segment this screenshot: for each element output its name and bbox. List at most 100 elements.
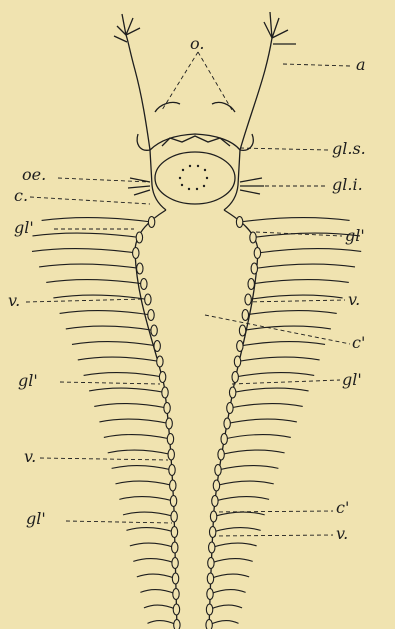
- label-gl3-left: gl': [26, 511, 46, 527]
- segmental-nerve-left: [53, 295, 148, 299]
- ganglion-right: [234, 356, 240, 367]
- label-gl1-left: gl': [14, 220, 34, 236]
- segmental-nerves: [32, 218, 361, 625]
- right-nerves-gli: [240, 178, 264, 194]
- ganglion-right: [232, 372, 238, 383]
- segmental-nerve-left: [94, 404, 167, 408]
- segmental-nerve-left: [112, 466, 172, 470]
- ganglion-left: [148, 217, 154, 228]
- ganglion-left: [159, 372, 165, 383]
- ganglion-left: [136, 232, 142, 243]
- label-gl1-right: gl': [345, 228, 365, 244]
- label-a: a: [356, 57, 366, 73]
- label-v1-left: v.: [8, 293, 20, 309]
- infraoesophageal-ganglion: [155, 152, 235, 204]
- segmental-nerve-left: [60, 311, 151, 315]
- ganglion-right: [245, 294, 251, 305]
- leader-gl3-left: [66, 521, 172, 523]
- ganglia-chain: [133, 217, 261, 629]
- segmental-nerve-left: [78, 357, 160, 361]
- segmental-nerve-right: [210, 590, 246, 594]
- ganglion-right: [215, 465, 221, 476]
- leader-lines: [26, 52, 350, 536]
- segmental-nerve-right: [240, 218, 350, 222]
- left-nerves-oe: [128, 178, 150, 195]
- leader-a: [283, 64, 350, 66]
- label-v2-left: v.: [24, 449, 36, 465]
- segmental-nerve-left: [99, 419, 169, 423]
- oesophagus-opening: [179, 165, 208, 190]
- segmental-nerve-right: [224, 435, 291, 439]
- leader-v1-left: [26, 299, 145, 302]
- segmental-nerve-left: [137, 574, 176, 578]
- right-antenna: [240, 38, 272, 150]
- segmental-nerve-left: [39, 264, 140, 268]
- ganglion-left: [157, 356, 163, 367]
- segmental-nerve-left: [126, 528, 174, 532]
- ganglion-right: [213, 480, 219, 491]
- segmental-nerve-right: [235, 373, 314, 377]
- antennae: [114, 12, 296, 150]
- segmental-nerve-right: [254, 264, 355, 268]
- segmental-nerve-right: [209, 621, 238, 625]
- segmental-nerve-right: [213, 528, 261, 532]
- segmental-nerve-left: [133, 559, 175, 563]
- segmental-nerve-left: [119, 497, 173, 501]
- segmental-nerve-right: [243, 326, 331, 330]
- segmental-nerve-right: [230, 404, 303, 408]
- left-antenna: [126, 35, 150, 150]
- leader-gl2-right: [232, 380, 340, 384]
- leader-gl2-left: [60, 382, 160, 384]
- segmental-nerve-left: [84, 373, 163, 377]
- ganglion-right: [250, 232, 256, 243]
- label-c: c.: [14, 188, 28, 204]
- ganglion-left: [151, 325, 157, 336]
- segmental-nerve-right: [253, 233, 360, 237]
- label-gl2-right: gl': [342, 372, 362, 388]
- ganglion-left: [137, 263, 143, 274]
- label-oe: oe.: [22, 167, 46, 183]
- ganglion-left: [164, 403, 170, 414]
- ganglion-right: [229, 387, 235, 398]
- ganglion-left: [166, 418, 172, 429]
- label-gl-i: gl.i.: [332, 177, 363, 193]
- segmental-nerve-left: [89, 388, 165, 392]
- segmental-nerve-right: [218, 466, 278, 470]
- ganglion-left: [172, 558, 178, 569]
- segmental-nerve-left: [140, 590, 176, 594]
- segmental-nerve-right: [214, 512, 265, 516]
- ganglion-right: [242, 310, 248, 321]
- right-antenna-tip: [264, 12, 296, 44]
- ganglion-right: [221, 434, 227, 445]
- leader-c: [30, 197, 150, 204]
- ganglion-right: [209, 542, 215, 553]
- ganglion-left: [133, 248, 139, 259]
- ganglion-right: [227, 403, 233, 414]
- leader-gls: [240, 148, 328, 150]
- segmental-nerve-right: [216, 481, 273, 485]
- segmental-nerve-right: [215, 497, 269, 501]
- segmental-nerve-right: [211, 559, 253, 563]
- ganglion-right: [208, 558, 214, 569]
- ganglion-right: [237, 341, 243, 352]
- leader-v1-right: [246, 300, 345, 302]
- left-commissure: [150, 150, 166, 210]
- segmental-nerve-left: [104, 435, 171, 439]
- left-optic-lobe: [155, 102, 180, 112]
- segmental-nerve-right: [212, 543, 257, 547]
- leader-c-prime-1: [205, 315, 350, 344]
- ganglion-left: [172, 573, 178, 584]
- label-gl-s: gl.s.: [332, 141, 366, 157]
- segmental-nerve-right: [251, 280, 349, 284]
- right-commissure: [224, 150, 240, 210]
- ganglion-right: [248, 279, 254, 290]
- ganglion-left: [170, 496, 176, 507]
- label-c-prime-1: c': [352, 335, 365, 351]
- ganglion-left: [145, 294, 151, 305]
- ganglion-left: [170, 480, 176, 491]
- segmental-nerve-left: [66, 326, 154, 330]
- ganglion-left: [154, 341, 160, 352]
- ventral-nerve-cord: [135, 210, 258, 629]
- ganglion-left: [169, 465, 175, 476]
- right-optic-lobe: [212, 102, 235, 112]
